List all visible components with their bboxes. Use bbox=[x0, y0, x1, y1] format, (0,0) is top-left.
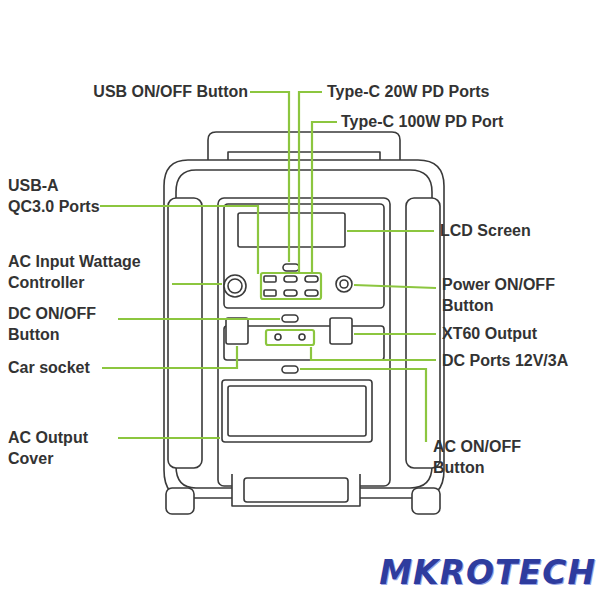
type-c-port bbox=[305, 276, 318, 282]
leader-line bbox=[311, 347, 436, 360]
car-socket bbox=[226, 318, 248, 344]
type-c-port bbox=[284, 276, 297, 282]
callout-label: DC Ports 12V/3A bbox=[442, 350, 568, 371]
xt60-output bbox=[330, 318, 352, 344]
leader-line bbox=[250, 92, 289, 262]
dc-port bbox=[275, 334, 281, 340]
usb-a-port bbox=[264, 276, 276, 282]
callout-label: Car socket bbox=[8, 357, 90, 378]
ac-cover-inner bbox=[228, 386, 366, 436]
leader-line bbox=[299, 92, 322, 274]
ac-output-cover bbox=[222, 380, 372, 442]
base bbox=[232, 474, 360, 506]
usb-a-port bbox=[264, 290, 276, 296]
wheel bbox=[412, 488, 440, 514]
leader-line bbox=[312, 122, 337, 274]
callout-label: AC ON/OFF Button bbox=[433, 436, 573, 478]
leader-line bbox=[118, 318, 280, 320]
ac-button bbox=[282, 366, 298, 373]
leader-line bbox=[347, 230, 434, 232]
power-button-icon bbox=[340, 280, 348, 288]
front-panel bbox=[218, 198, 390, 486]
leader-line bbox=[102, 346, 237, 368]
side-rail bbox=[168, 198, 202, 468]
housing-inner bbox=[176, 170, 432, 488]
callout-label: DC ON/OFF Button bbox=[8, 303, 118, 345]
dc-port-bracket bbox=[266, 330, 314, 345]
housing bbox=[164, 160, 444, 498]
leader-lines bbox=[100, 92, 436, 442]
power-button bbox=[336, 276, 352, 292]
port-bracket bbox=[261, 273, 321, 299]
callout-label: Type-C 20W PD Ports bbox=[327, 81, 489, 102]
callout-label: AC Output Cover bbox=[8, 427, 120, 469]
type-c-port bbox=[305, 290, 318, 296]
base-slot bbox=[244, 478, 348, 502]
leader-line bbox=[172, 283, 222, 285]
wattage-knob bbox=[224, 275, 246, 297]
callout-label: Type-C 100W PD Port bbox=[341, 111, 503, 132]
callout-label: XT60 Output bbox=[442, 323, 537, 344]
callout-label: LCD Screen bbox=[440, 220, 531, 241]
leader-line bbox=[354, 285, 436, 288]
lcd-screen bbox=[238, 213, 345, 247]
callout-label: Power ON/OFF Button bbox=[442, 274, 582, 316]
leader-line bbox=[118, 437, 220, 439]
usb-button bbox=[283, 264, 299, 271]
leader-line bbox=[354, 333, 436, 335]
callout-label: USB-A QC3.0 Ports bbox=[8, 175, 108, 217]
watermark: MKROTECH bbox=[379, 555, 596, 591]
callout-label: AC Input Wattage Controller bbox=[8, 251, 173, 293]
dc-port bbox=[299, 334, 305, 340]
type-c-port bbox=[284, 290, 297, 296]
wattage-knob-inner bbox=[228, 279, 242, 293]
callout-label: USB ON/OFF Button bbox=[93, 81, 248, 102]
wheel bbox=[166, 488, 194, 514]
leader-line bbox=[300, 369, 426, 442]
dc-button bbox=[282, 315, 298, 322]
upper-panel bbox=[224, 204, 384, 308]
